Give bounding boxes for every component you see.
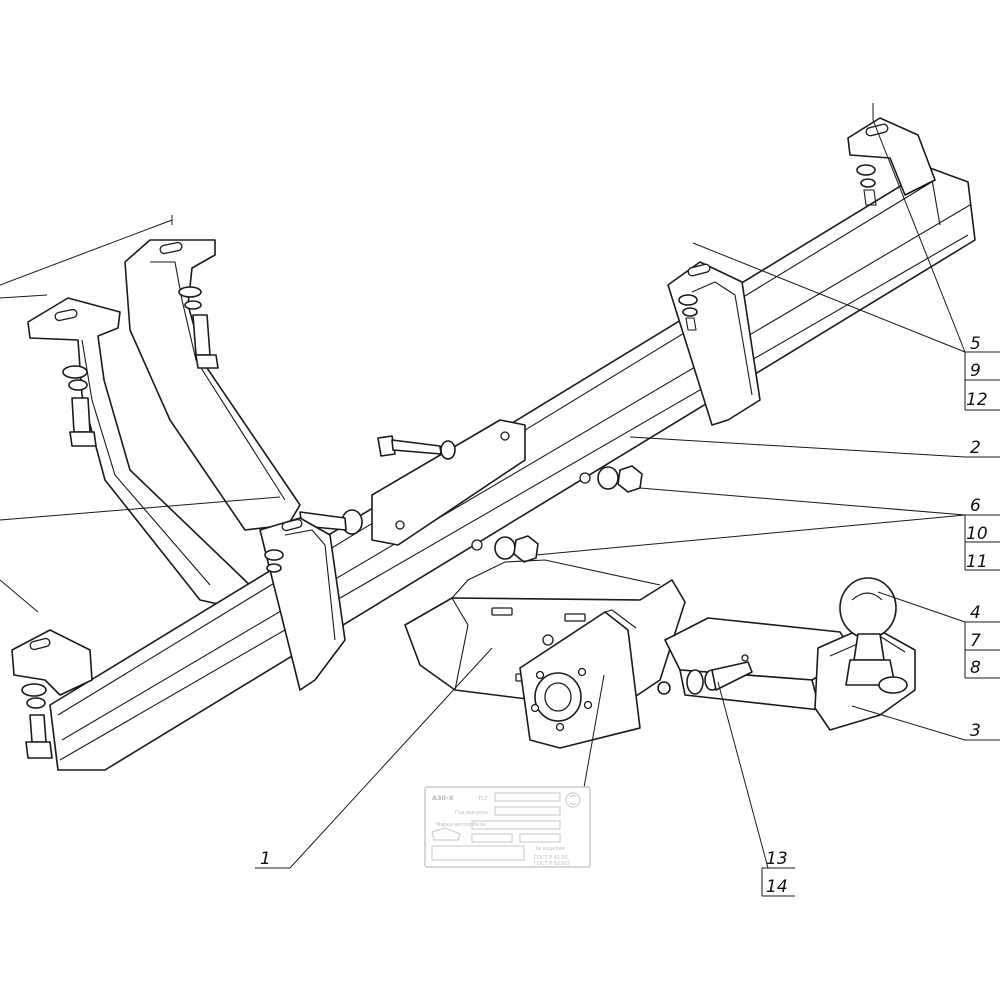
plate-field-b: Год выпуска: [455, 810, 488, 816]
right-mid-beam-bracket: [667, 261, 761, 426]
callout-1: 1: [260, 849, 271, 869]
plate-field-c: Марка автомобиля: [436, 822, 486, 828]
callout-4: 4: [970, 603, 981, 623]
plate-cert-2: ГОСТ Р 52302: [534, 861, 570, 867]
callout-13: 13: [766, 849, 788, 869]
callout-12: 12: [966, 390, 988, 410]
callout-14: 14: [766, 877, 788, 897]
plate-field-a: ТСУ: [477, 796, 488, 802]
left-beam-bracket: [259, 517, 346, 691]
callout-7: 7: [970, 631, 981, 651]
plate-cert-1: ГОСТ Р 41.55: [534, 855, 568, 861]
hitch-pin-and-clip: [657, 661, 753, 695]
callout-10: 10: [966, 524, 988, 544]
callout-2: 2: [970, 438, 981, 458]
identification-plate: А30-Х ТСУ Год выпуска Марка автомобиля №…: [424, 786, 591, 868]
callout-3: 3: [970, 721, 981, 741]
left-side-bracket-long: [124, 239, 301, 531]
left-bolt-set: [62, 286, 219, 447]
callout-labels: 5 9 12 2 6 10 11 4 7 8 3 1 13 14: [260, 334, 988, 897]
leader-lines: [0, 103, 1000, 897]
far-right-top-bracket: [847, 117, 936, 206]
far-left-bottom-bracket: [11, 629, 93, 759]
callout-6: 6: [970, 496, 981, 516]
plate-field-d: № изделия: [536, 846, 565, 852]
center-mounting-plate: [299, 419, 526, 546]
callout-5: 5: [970, 334, 981, 354]
socket-plate: [519, 609, 641, 749]
callout-11: 11: [966, 552, 988, 572]
callout-9: 9: [970, 361, 981, 381]
plate-model: А30-Х: [432, 794, 454, 802]
callout-8: 8: [970, 658, 981, 678]
beam-fasteners: [471, 465, 643, 563]
